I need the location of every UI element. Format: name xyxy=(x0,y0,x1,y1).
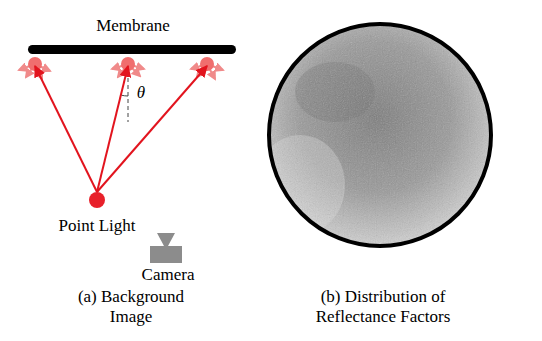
membrane: Membrane xyxy=(28,16,238,66)
point-light: Point Light xyxy=(47,192,147,238)
normal-line xyxy=(128,71,129,122)
node-label: Camera xyxy=(126,265,210,285)
scatter-points xyxy=(19,57,223,79)
subfigure-caption: (b) Distribution of Reflectance Factors xyxy=(300,287,466,327)
light-ray xyxy=(97,66,207,192)
angle-symbol: θ xyxy=(133,83,149,103)
subfigure-caption: (a) Background Image xyxy=(66,287,196,327)
camera: Camera xyxy=(126,232,210,287)
angle-arc xyxy=(121,95,128,97)
light-ray xyxy=(35,66,97,192)
membrane-bar xyxy=(28,45,236,54)
node-label: Membrane xyxy=(28,16,238,36)
node-label: Point Light xyxy=(47,216,147,236)
point-light xyxy=(89,192,105,208)
camera-icon xyxy=(150,233,182,263)
reflectance-map xyxy=(255,24,491,246)
